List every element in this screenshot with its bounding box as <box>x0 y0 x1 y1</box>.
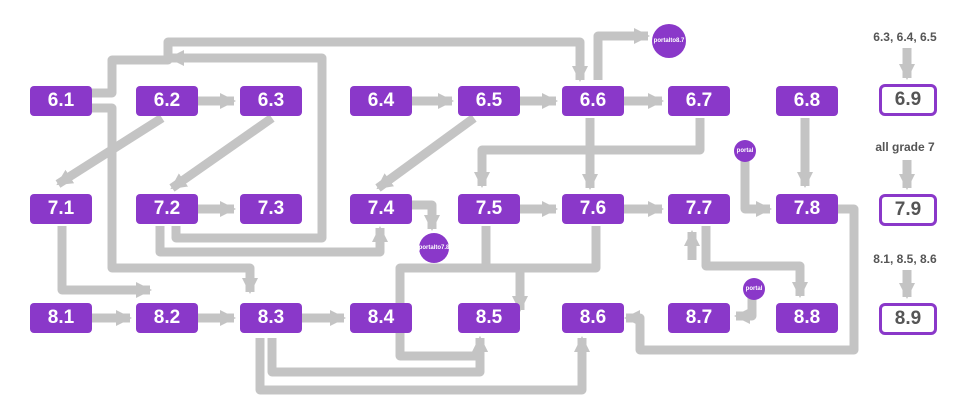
dependency-arrow <box>92 103 258 294</box>
node-6-4[interactable]: 6.4 <box>350 86 412 116</box>
node-8-9[interactable]: 8.9 <box>879 303 937 335</box>
dependency-arrow <box>267 336 488 377</box>
dependency-arrow <box>57 226 152 298</box>
dependency-arrow <box>701 226 808 298</box>
dependency-arrow <box>169 114 275 192</box>
portal-into-7-8-badge[interactable]: portal <box>734 140 756 162</box>
node-6-2[interactable]: 6.2 <box>136 86 198 116</box>
node-8-3[interactable]: 8.3 <box>240 303 302 333</box>
node-8-4[interactable]: 8.4 <box>350 303 412 333</box>
portal-text-line: portal <box>653 38 671 44</box>
portal-text-line: to <box>670 38 676 44</box>
node-7-7[interactable]: 7.7 <box>668 194 730 224</box>
grade8-prereq-label: 8.1, 8.5, 8.6 <box>873 252 937 266</box>
node-7-6[interactable]: 7.6 <box>562 194 624 224</box>
portal-into-8-7-badge[interactable]: portal <box>743 278 765 300</box>
dependency-arrow <box>375 114 477 192</box>
dependency-arrow <box>412 200 440 231</box>
node-6-6[interactable]: 6.6 <box>562 86 624 116</box>
node-6-9[interactable]: 6.9 <box>879 84 937 116</box>
grade7-prereq-label: all grade 7 <box>875 140 935 154</box>
node-6-5[interactable]: 6.5 <box>458 86 520 116</box>
dependency-arrow <box>624 204 859 355</box>
portal-text-line: 7.8 <box>441 245 450 251</box>
node-7-8[interactable]: 7.8 <box>776 194 838 224</box>
dependency-arrow <box>593 28 650 80</box>
node-6-3[interactable]: 6.3 <box>240 86 302 116</box>
node-8-2[interactable]: 8.2 <box>136 303 198 333</box>
node-8-7[interactable]: 8.7 <box>668 303 730 333</box>
node-7-5[interactable]: 7.5 <box>458 194 520 224</box>
node-8-5[interactable]: 8.5 <box>458 303 520 333</box>
dependency-arrow <box>474 118 705 188</box>
dependency-arrow <box>155 226 388 257</box>
node-7-1[interactable]: 7.1 <box>30 194 92 224</box>
dependency-arrow <box>55 114 165 188</box>
portal-to-7-8-badge[interactable]: portal to 7.8 <box>419 233 449 263</box>
portal-text-line: portal <box>418 245 436 251</box>
node-8-6[interactable]: 8.6 <box>562 303 624 333</box>
portal-text-line: to <box>435 245 441 251</box>
portal-text-line: 8.7 <box>676 38 685 44</box>
dependency-arrow <box>740 160 772 217</box>
portal-to-8-7-badge[interactable]: portal to 8.7 <box>652 24 686 58</box>
portal-text-line: portal <box>736 148 754 154</box>
grade6-prereq-label: 6.3, 6.4, 6.5 <box>873 30 937 44</box>
node-6-1[interactable]: 6.1 <box>30 86 92 116</box>
node-6-7[interactable]: 6.7 <box>668 86 730 116</box>
node-6-8[interactable]: 6.8 <box>776 86 838 116</box>
node-7-4[interactable]: 7.4 <box>350 194 412 224</box>
portal-text-line: portal <box>745 286 763 292</box>
dependency-arrow <box>168 50 327 243</box>
node-7-9[interactable]: 7.9 <box>879 194 937 226</box>
dependency-arrow <box>255 336 590 395</box>
node-7-2[interactable]: 7.2 <box>136 194 198 224</box>
node-8-8[interactable]: 8.8 <box>776 303 838 333</box>
node-7-3[interactable]: 7.3 <box>240 194 302 224</box>
node-8-1[interactable]: 8.1 <box>30 303 92 333</box>
